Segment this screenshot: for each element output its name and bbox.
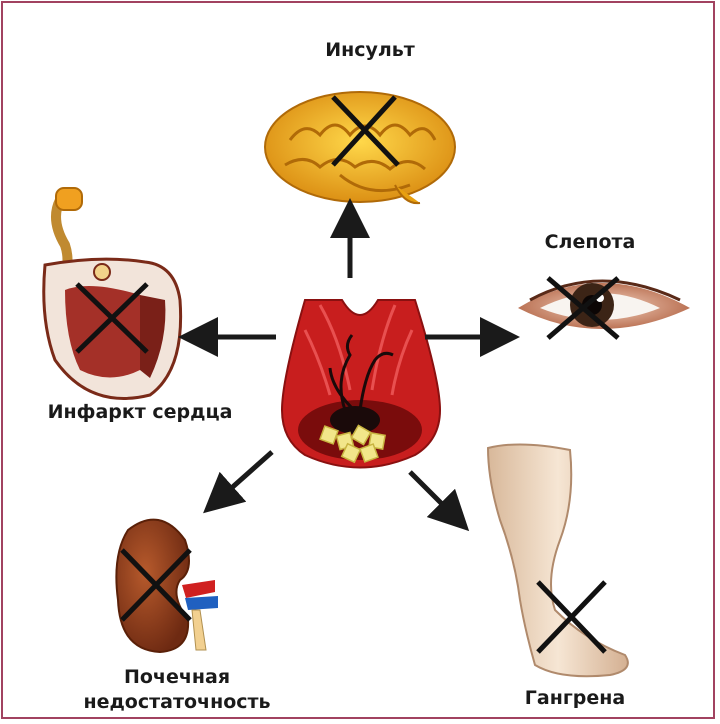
brain-illustration [265, 92, 455, 203]
artery-illustration [282, 300, 440, 468]
heart-illustration [44, 188, 181, 398]
heart-attack-label: Инфаркт сердца [20, 400, 260, 425]
stroke-label: Инсульт [300, 38, 440, 63]
leg-illustration [488, 444, 628, 676]
arrow-down-right [410, 472, 455, 517]
blindness-label: Слепота [530, 230, 650, 255]
kidney-failure-label: Почечная недостаточность [62, 665, 292, 715]
gangrene-label: Гангрена [500, 686, 650, 711]
kidney-failure-label-line2: недостаточность [62, 690, 292, 715]
kidney-failure-label-line1: Почечная [62, 665, 292, 690]
kidney-illustration [116, 520, 218, 652]
arrow-down-left [218, 452, 272, 500]
